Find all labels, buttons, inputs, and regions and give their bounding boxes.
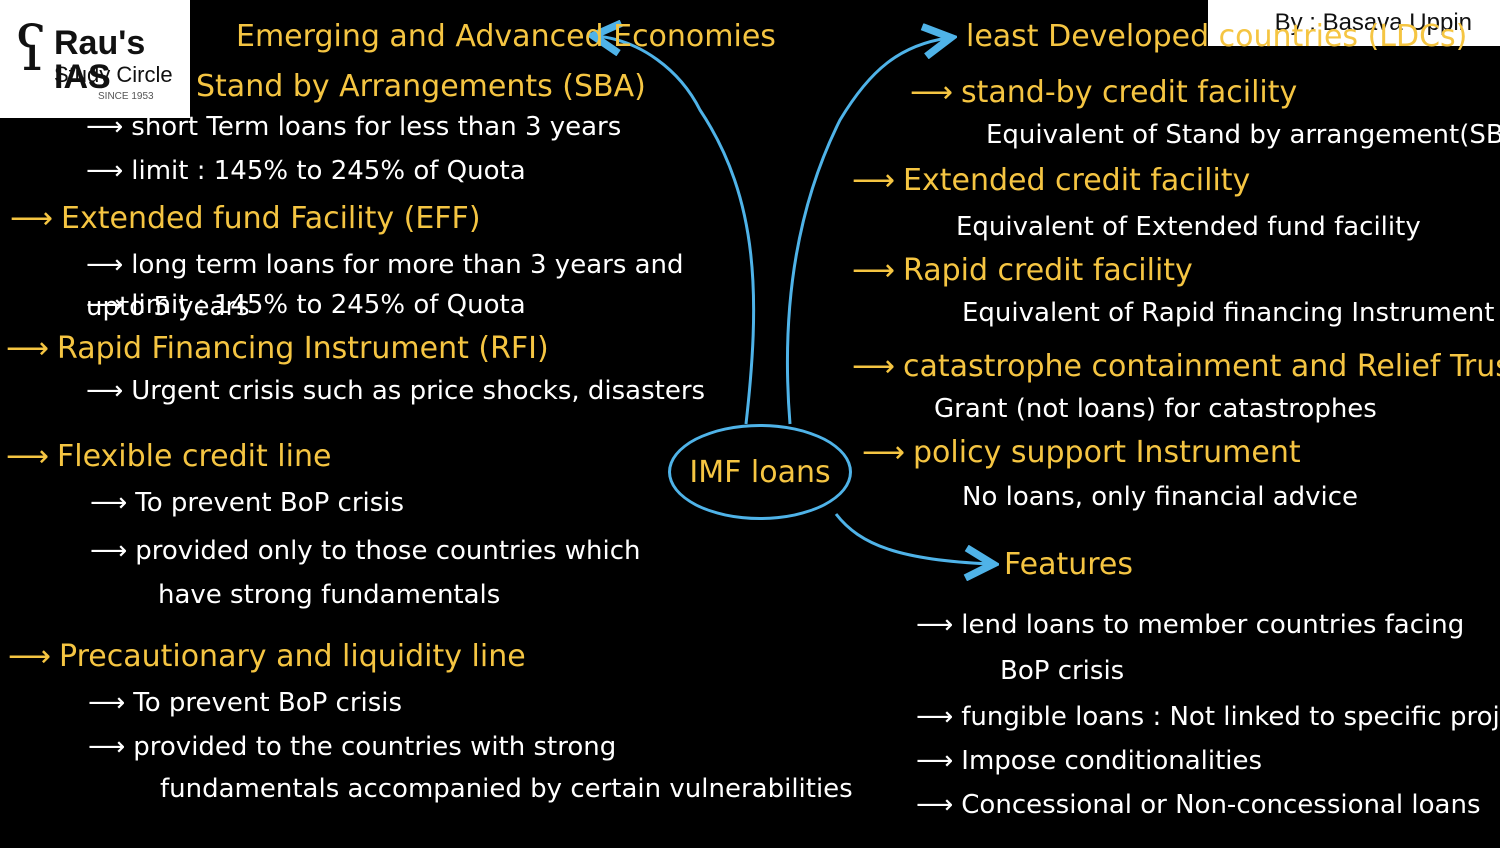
- left-item-pll-detail: ⟶To prevent BoP crisis: [88, 688, 403, 718]
- left-item-rfi-title: ⟶Rapid Financing Instrument (RFI): [6, 331, 549, 366]
- left-item-pll-title: ⟶Precautionary and liquidity line: [8, 639, 526, 674]
- logo-name: Rau's IAS: [54, 24, 146, 96]
- features-item: BoP crisis: [1000, 656, 1125, 686]
- raus-ias-logo: ʕ Rau's IAS Study Circle SINCE 1953: [0, 0, 190, 118]
- left-item-fcl-title: ⟶Flexible credit line: [6, 439, 332, 474]
- logo-subtitle: Study Circle: [54, 62, 173, 87]
- left-item-sba-detail: ⟶short Term loans for less than 3 years: [86, 112, 622, 142]
- left-item-fcl-detail: ⟶provided only to those countries which: [90, 536, 641, 566]
- right-item-detail: No loans, only financial advice: [962, 482, 1359, 512]
- features-item: ⟶lend loans to member countries facing: [916, 610, 1465, 640]
- left-item-sba-title: Stand by Arrangements (SBA): [196, 69, 646, 104]
- left-heading: Emerging and Advanced Economies: [236, 19, 776, 54]
- logo-since: SINCE 1953: [98, 91, 154, 102]
- connector-right: [785, 38, 948, 425]
- features-heading: Features: [1004, 547, 1133, 582]
- left-item-rfi-detail: ⟶Urgent crisis such as price shocks, dis…: [86, 376, 706, 406]
- features-item: ⟶Concessional or Non-concessional loans: [916, 790, 1481, 820]
- left-item-sba-detail: ⟶limit : 145% to 245% of Quota: [86, 156, 526, 186]
- right-heading: least Developed countries (LDCs): [966, 19, 1468, 54]
- left-item-eff-detail: ⟶long term loans for more than 3 years a…: [86, 250, 684, 322]
- right-item-detail: Equivalent of Rapid financing Instrument: [962, 298, 1495, 328]
- left-item-pll-detail: ⟶provided to the countries with strong: [88, 732, 617, 762]
- features-item: ⟶fungible loans : Not linked to specific…: [916, 702, 1500, 732]
- center-label: IMF loans: [689, 454, 831, 490]
- right-item-title: ⟶Rapid credit facility: [852, 253, 1193, 288]
- right-item-detail: Grant (not loans) for catastrophes: [934, 394, 1377, 424]
- right-item-title: ⟶catastrophe containment and Relief Trus…: [852, 349, 1500, 384]
- right-item-title: ⟶stand-by credit facility: [910, 75, 1298, 110]
- left-item-eff-detail: ⟶limit : 145% to 245% of Quota: [86, 290, 526, 320]
- left-item-eff-title: ⟶Extended fund Facility (EFF): [10, 201, 481, 236]
- left-item-fcl-detail: have strong fundamentals: [158, 580, 501, 610]
- author-credit: By : Basava Uppin: [1208, 0, 1500, 46]
- left-item-fcl-detail: ⟶To prevent BoP crisis: [90, 488, 405, 518]
- connector-features: [834, 513, 990, 564]
- right-item-detail: Equivalent of Stand by arrangement(SBA): [986, 120, 1500, 150]
- left-item-pll-detail: fundamentals accompanied by certain vuln…: [160, 774, 853, 804]
- connector-left: [596, 36, 756, 425]
- features-item: ⟶Impose conditionalities: [916, 746, 1263, 776]
- logo-mark-icon: ʕ: [14, 12, 48, 85]
- right-item-title: ⟶Extended credit facility: [852, 163, 1251, 198]
- center-node: IMF loans: [668, 424, 852, 520]
- right-item-detail: Equivalent of Extended fund facility: [956, 212, 1421, 242]
- right-item-title: ⟶policy support Instrument: [862, 435, 1301, 470]
